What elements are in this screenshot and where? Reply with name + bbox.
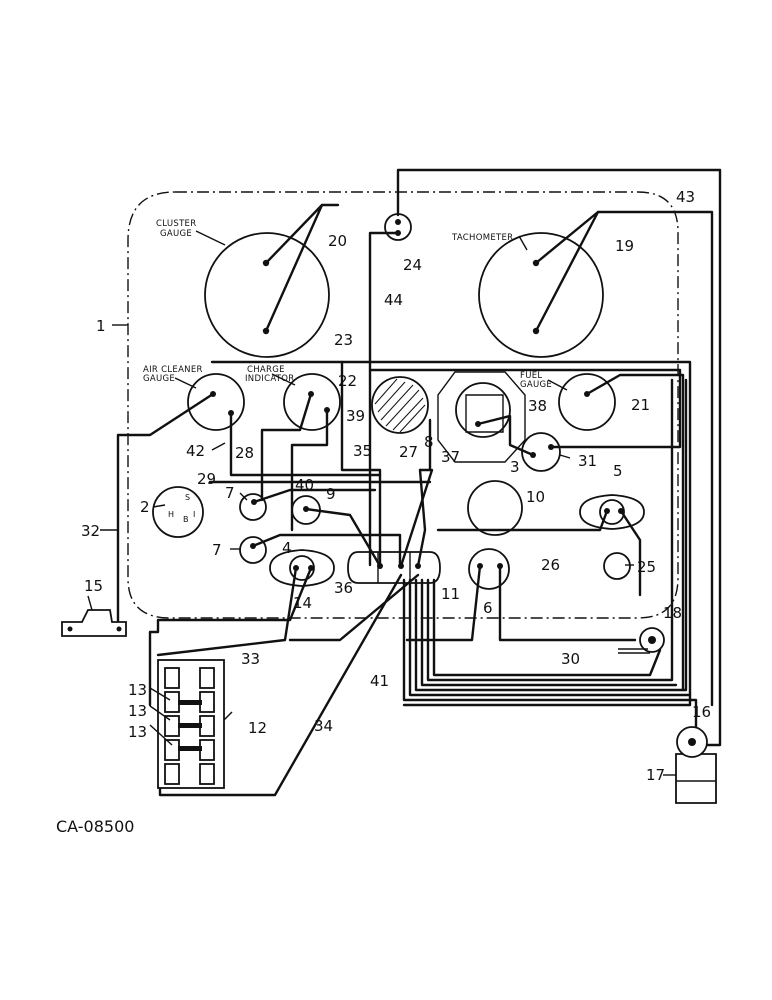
air-cleaner-label-line1: AIR CLEANER <box>143 365 203 375</box>
callout-2: 2 <box>140 498 150 516</box>
callout-34: 34 <box>314 717 333 735</box>
charge-indicator-label-line2: INDICATOR <box>245 374 295 384</box>
callout-10: 10 <box>526 488 545 506</box>
callout-15: 15 <box>84 577 103 595</box>
callout-19: 19 <box>615 237 634 255</box>
connector-11-block <box>347 551 441 584</box>
switch-terminal-h: H <box>168 510 174 519</box>
callout-11: 11 <box>441 585 460 603</box>
center-lens-hatch <box>374 378 426 433</box>
callout-43: 43 <box>676 188 695 206</box>
callout-20: 20 <box>328 232 347 250</box>
fuel-gauge-label-line1: FUEL <box>520 371 542 381</box>
tank-unit-17 <box>675 753 717 804</box>
light-3-circle <box>521 432 561 472</box>
callout-3: 3 <box>510 458 520 476</box>
callout-28: 28 <box>235 444 254 462</box>
callout-6: 6 <box>483 599 493 617</box>
callout-29: 29 <box>197 470 216 488</box>
leader-lines <box>87 230 676 776</box>
warning-cluster-octagon <box>437 371 526 463</box>
callout-13a: 13 <box>128 681 147 699</box>
figure-code: CA-08500 <box>56 817 134 836</box>
callout-5: 5 <box>613 462 623 480</box>
callout-14: 14 <box>293 594 312 612</box>
callout-24: 24 <box>403 256 422 274</box>
key-switch-circle <box>152 486 204 538</box>
callout-9: 9 <box>326 485 336 503</box>
switch-terminal-s: S <box>185 493 190 502</box>
callout-18: 18 <box>663 604 682 622</box>
callout-42: 42 <box>186 442 205 460</box>
callout-21: 21 <box>631 396 650 414</box>
callout-13c: 13 <box>128 723 147 741</box>
callout-27: 27 <box>399 443 418 461</box>
callout-22: 22 <box>338 372 357 390</box>
callout-17: 17 <box>646 766 665 784</box>
callout-36: 36 <box>334 579 353 597</box>
callout-32: 32 <box>81 522 100 540</box>
callout-8: 8 <box>424 433 434 451</box>
tachometer-label: TACHOMETER <box>451 233 513 243</box>
lamp-5-socket <box>599 499 625 525</box>
callout-numbers: 1 2 3 4 5 6 7 7 8 9 10 11 12 13 13 13 14… <box>81 188 711 784</box>
callout-37: 37 <box>441 448 460 466</box>
socket-6-circle <box>468 548 510 590</box>
callout-1: 1 <box>96 317 106 335</box>
plug-25-circle <box>603 552 631 580</box>
cluster-gauge-circle <box>204 232 330 358</box>
air-cleaner-gauge-circle <box>187 373 245 431</box>
tachometer-circle <box>478 232 604 358</box>
callout-35: 35 <box>353 442 372 460</box>
switch-terminal-i: I <box>193 510 195 519</box>
indicator-7b-circle <box>239 536 267 564</box>
warning-lamp-circle <box>455 382 511 438</box>
callout-7a: 7 <box>225 484 235 502</box>
ground-strap <box>61 609 127 637</box>
lower-instrument-frame <box>210 360 692 707</box>
callout-33: 33 <box>241 650 260 668</box>
switch-terminal-b: B <box>183 515 189 524</box>
callout-4: 4 <box>282 539 292 557</box>
callout-12: 12 <box>248 719 267 737</box>
callout-25: 25 <box>637 558 656 576</box>
fuse-block <box>157 659 225 789</box>
callout-40: 40 <box>295 476 314 494</box>
callout-38: 38 <box>528 397 547 415</box>
callout-39: 39 <box>346 407 365 425</box>
charge-indicator-label-line1: CHARGE <box>247 365 285 375</box>
sender-24-circle <box>384 213 412 241</box>
socket-10-circle <box>467 480 523 536</box>
callout-23: 23 <box>334 331 353 349</box>
callout-7b: 7 <box>212 541 222 559</box>
callout-13b: 13 <box>128 702 147 720</box>
center-lens-circle <box>371 376 429 434</box>
callout-26: 26 <box>541 556 560 574</box>
fuel-gauge-circle <box>558 373 616 431</box>
callout-44: 44 <box>384 291 403 309</box>
fuel-gauge-label-line2: GAUGE <box>520 380 552 390</box>
cluster-gauge-label-line2: GAUGE <box>160 229 192 239</box>
callout-41: 41 <box>370 672 389 690</box>
callout-30: 30 <box>561 650 580 668</box>
air-cleaner-label-line2: GAUGE <box>143 374 175 384</box>
cluster-gauge-label-line1: CLUSTER <box>156 219 196 229</box>
warning-lamp-inner <box>465 394 504 433</box>
callout-16: 16 <box>692 703 711 721</box>
callout-31: 31 <box>578 452 597 470</box>
